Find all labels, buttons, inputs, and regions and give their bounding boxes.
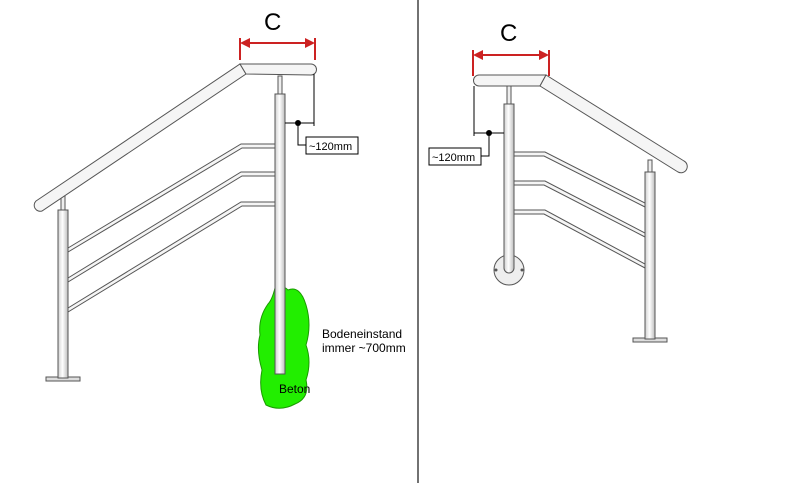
dimension-label-c: C xyxy=(500,20,517,47)
concrete-label: Beton xyxy=(279,382,310,396)
wall-post xyxy=(503,103,515,274)
mount-screw xyxy=(494,268,498,272)
right-post-connector xyxy=(647,159,653,173)
arrow-head xyxy=(305,38,315,48)
handrail-sloped xyxy=(33,63,247,212)
offset-label: ~120mm xyxy=(432,152,475,164)
offset-label-box xyxy=(305,136,359,155)
center-post-connector xyxy=(277,75,283,95)
left-railing: C ~120mm Bodeneinstand immer ~700mm Beto… xyxy=(33,9,406,409)
left-post xyxy=(57,209,69,379)
arrow-head xyxy=(539,50,549,60)
offset-leader xyxy=(297,123,306,146)
mount-screw xyxy=(520,268,524,272)
handrail-sloped xyxy=(539,74,688,174)
middle-rail xyxy=(513,209,646,269)
handrail-top xyxy=(473,74,547,87)
right-post xyxy=(644,171,656,340)
clearance-label-line2: immer ~700mm xyxy=(322,341,406,355)
handrail-top xyxy=(239,63,317,76)
clearance-label-line1: Bodeneinstand xyxy=(322,327,402,341)
offset-label: ~120mm xyxy=(309,141,352,153)
wall-post-connector xyxy=(506,85,512,105)
right-railing: C ~120mm xyxy=(428,20,688,343)
center-post xyxy=(274,93,286,375)
arrow-head xyxy=(240,38,250,48)
offset-label-box xyxy=(428,147,482,166)
dimension-label-c: C xyxy=(264,9,281,36)
offset-leader xyxy=(481,133,490,157)
arrow-head xyxy=(473,50,483,60)
